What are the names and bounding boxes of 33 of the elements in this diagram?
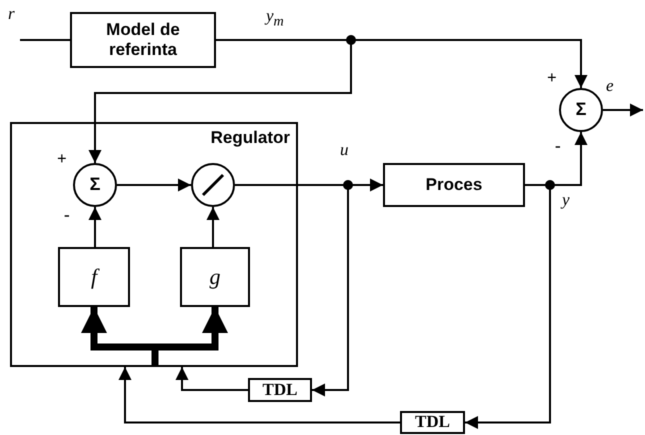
function-box	[58, 247, 130, 307]
function-label: f	[90, 264, 98, 290]
arrow	[117, 178, 191, 192]
arrow	[206, 207, 220, 247]
delay-box	[400, 411, 465, 434]
sign-label: -	[64, 205, 70, 225]
function-box	[180, 247, 250, 307]
block-label: Model de referinta	[105, 20, 181, 60]
group-title: Regulator	[210, 128, 290, 148]
nonlinearity-circle	[191, 163, 235, 207]
signal-label: u	[340, 140, 348, 160]
signal-label: y$_{m}$	[266, 6, 284, 30]
sign-label: +	[57, 149, 67, 169]
line	[20, 39, 70, 41]
regulator-box	[10, 122, 298, 367]
block-label: TDL	[262, 380, 298, 400]
process-box	[383, 163, 525, 207]
delay-box	[248, 378, 312, 402]
block-label: TDL	[415, 412, 450, 433]
sign-label: +	[547, 68, 557, 88]
block-label: Proces	[426, 174, 482, 196]
sign-label: -	[555, 136, 561, 156]
arrow	[88, 207, 102, 247]
process-box	[70, 12, 216, 68]
function-label: g	[210, 264, 220, 290]
arrow	[603, 104, 643, 116]
signal-label: e	[606, 76, 614, 96]
arrow	[176, 367, 248, 391]
sigma-symbol: Σ	[576, 99, 586, 121]
arrow	[118, 367, 400, 424]
signal-label: y	[562, 190, 570, 210]
signal-label: r	[8, 4, 15, 24]
sigma-symbol: Σ	[90, 174, 100, 196]
